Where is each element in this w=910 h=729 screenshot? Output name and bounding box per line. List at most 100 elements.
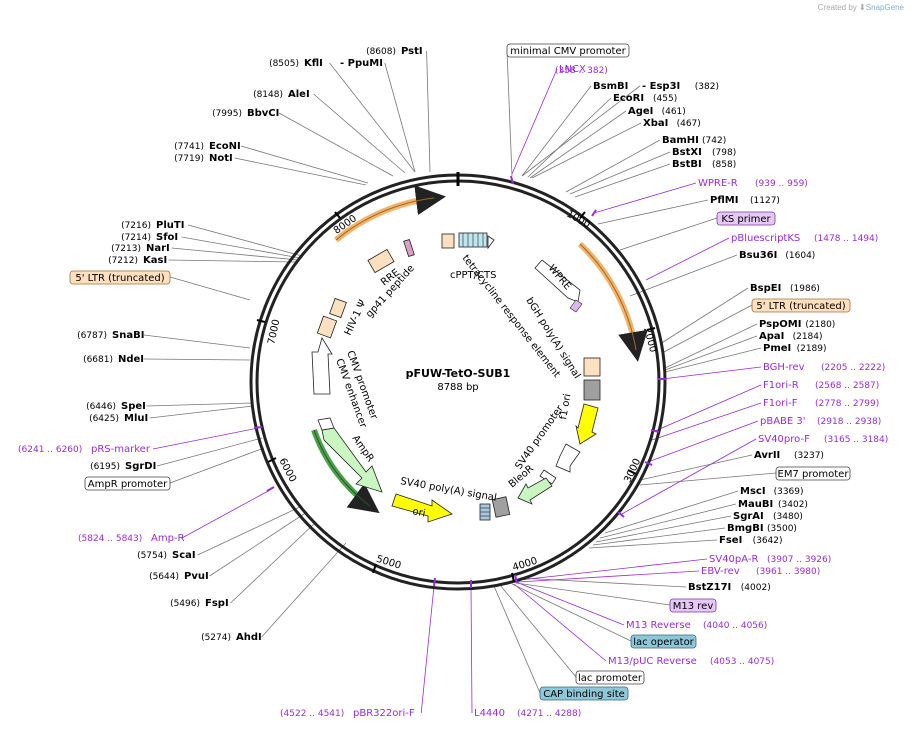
primer-pos-0: (358 .. 382) xyxy=(555,66,608,76)
leader-line xyxy=(187,224,303,257)
feature-sv40-promoter xyxy=(555,443,581,473)
site-pos-21: (382) xyxy=(695,82,719,92)
feature-box-label-6: lac promoter xyxy=(578,673,643,684)
leader-line xyxy=(599,503,737,539)
primer-name-2: pBluescriptKS xyxy=(731,233,800,244)
leader-line xyxy=(506,49,513,177)
feature-em7 xyxy=(539,469,557,485)
site-pos-31: (2180) xyxy=(805,320,835,330)
leader-line xyxy=(661,366,762,380)
feature-hiv-psi-b xyxy=(329,297,347,319)
tick-7000: 7000 xyxy=(266,318,282,345)
primer-pos-1: (939 .. 959) xyxy=(755,179,808,189)
feature-small-grey xyxy=(583,379,601,401)
leader-line xyxy=(647,420,759,463)
primer-tick-lncx xyxy=(510,175,514,185)
site-name-29: Bsu36I xyxy=(739,250,777,261)
site-pos-18: (5496) xyxy=(170,599,200,609)
leader-line xyxy=(499,584,577,678)
feature-min-cmv xyxy=(441,233,455,249)
leader-line xyxy=(629,254,738,297)
site-name-13: SpeI xyxy=(121,401,146,412)
leader-line xyxy=(654,384,762,432)
tick-mark-8000 xyxy=(334,211,341,219)
primer-pos-4: (2568 .. 2587) xyxy=(815,381,879,391)
site-pos-38: (3500) xyxy=(767,524,797,534)
brand-product: SnapGene xyxy=(865,3,904,12)
feature-box-label-7: CAP binding site xyxy=(543,689,625,700)
site-name-20: BsmBI xyxy=(593,81,628,92)
site-name-27: BstBI xyxy=(672,159,702,170)
plasmid-name: pFUW-TetO-SUB1 xyxy=(406,367,511,380)
leader-line xyxy=(169,276,251,301)
feature-box-label-3: EM7 promoter xyxy=(778,469,850,480)
plasmid-length: 8788 bp xyxy=(437,382,478,393)
feature-box-0 xyxy=(506,43,630,58)
site-pos-12: (6681) xyxy=(83,355,113,365)
primer-name-15: pRS-marker xyxy=(91,444,151,455)
primer-name-1: WPRE-R xyxy=(698,178,738,189)
site-name-5: EcoNI xyxy=(209,141,241,152)
site-pos-37: (3480) xyxy=(773,512,803,522)
site-name-19: AhdI xyxy=(236,632,262,643)
site-name-6: NotI xyxy=(209,153,233,164)
site-pos-34: (3237) xyxy=(794,451,824,461)
leader-line xyxy=(529,110,627,179)
leader-line xyxy=(143,334,251,349)
leader-line xyxy=(420,585,435,714)
label-cppt: cPPT/CTS xyxy=(450,270,496,281)
site-name-15: SgrDI xyxy=(125,461,156,472)
feature-box-label-2: 5' LTR (truncated) xyxy=(75,273,164,284)
site-pos-28: (1127) xyxy=(750,196,780,206)
leader-line xyxy=(240,145,369,184)
site-pos-19: (5274) xyxy=(201,633,231,643)
site-name-33: PmeI xyxy=(763,343,791,354)
site-name-38: BmgBI xyxy=(727,523,764,534)
site-pos-22: (455) xyxy=(653,94,677,104)
primer-name-8: SV40pA-R xyxy=(709,554,758,565)
site-pos-1: (8505) xyxy=(269,59,299,69)
feature-bgh xyxy=(583,357,601,377)
site-pos-24: (467) xyxy=(677,119,701,129)
site-pos-5: (7741) xyxy=(174,142,204,152)
leader-line xyxy=(565,139,661,193)
primer-tick-sv40pro xyxy=(617,511,625,518)
site-name-36: MauBI xyxy=(738,499,773,510)
primer-name-13: pBR322ori-F xyxy=(353,708,415,719)
site-name-2: - PpuMI xyxy=(340,58,383,69)
site-pos-40: (4002) xyxy=(741,583,771,593)
primer-tick-m13 xyxy=(514,574,518,584)
site-pos-25: (742) xyxy=(702,136,726,146)
primer-pos-2: (1478 .. 1494) xyxy=(814,234,878,244)
leader-line xyxy=(517,570,700,583)
tick-mark-6000 xyxy=(267,457,277,463)
site-pos-15: (6195) xyxy=(90,462,120,472)
leader-line xyxy=(527,97,612,178)
feature-cmv xyxy=(311,337,333,395)
site-pos-29: (1604) xyxy=(785,251,815,261)
site-pos-9: (7213) xyxy=(111,244,141,254)
site-pos-27: (858) xyxy=(712,160,736,170)
leader-line xyxy=(234,157,367,186)
primer-pos-6: (2918 .. 2938) xyxy=(817,417,881,427)
tick-mark-7000 xyxy=(256,319,266,323)
leader-line xyxy=(531,122,642,179)
leader-line xyxy=(651,402,762,441)
primer-ticks xyxy=(253,175,666,588)
site-pos-32: (2184) xyxy=(793,332,823,342)
site-name-23: AgeI xyxy=(628,106,653,117)
primer-name-9: EBV-rev xyxy=(701,566,740,577)
feature-box-7 xyxy=(539,686,629,701)
leader-line xyxy=(639,454,753,481)
leader-line xyxy=(588,539,718,549)
tick-mark-4000 xyxy=(511,572,515,583)
site-name-4: BbvCI xyxy=(247,108,279,119)
feature-gp41 xyxy=(403,238,415,258)
leader-line xyxy=(143,358,251,361)
site-name-39: FseI xyxy=(719,535,742,546)
primer-pos-14: (5824 .. 5843) xyxy=(78,534,142,544)
leader-line xyxy=(521,85,592,177)
feature-box-1 xyxy=(716,211,776,226)
leader-line xyxy=(329,62,416,173)
